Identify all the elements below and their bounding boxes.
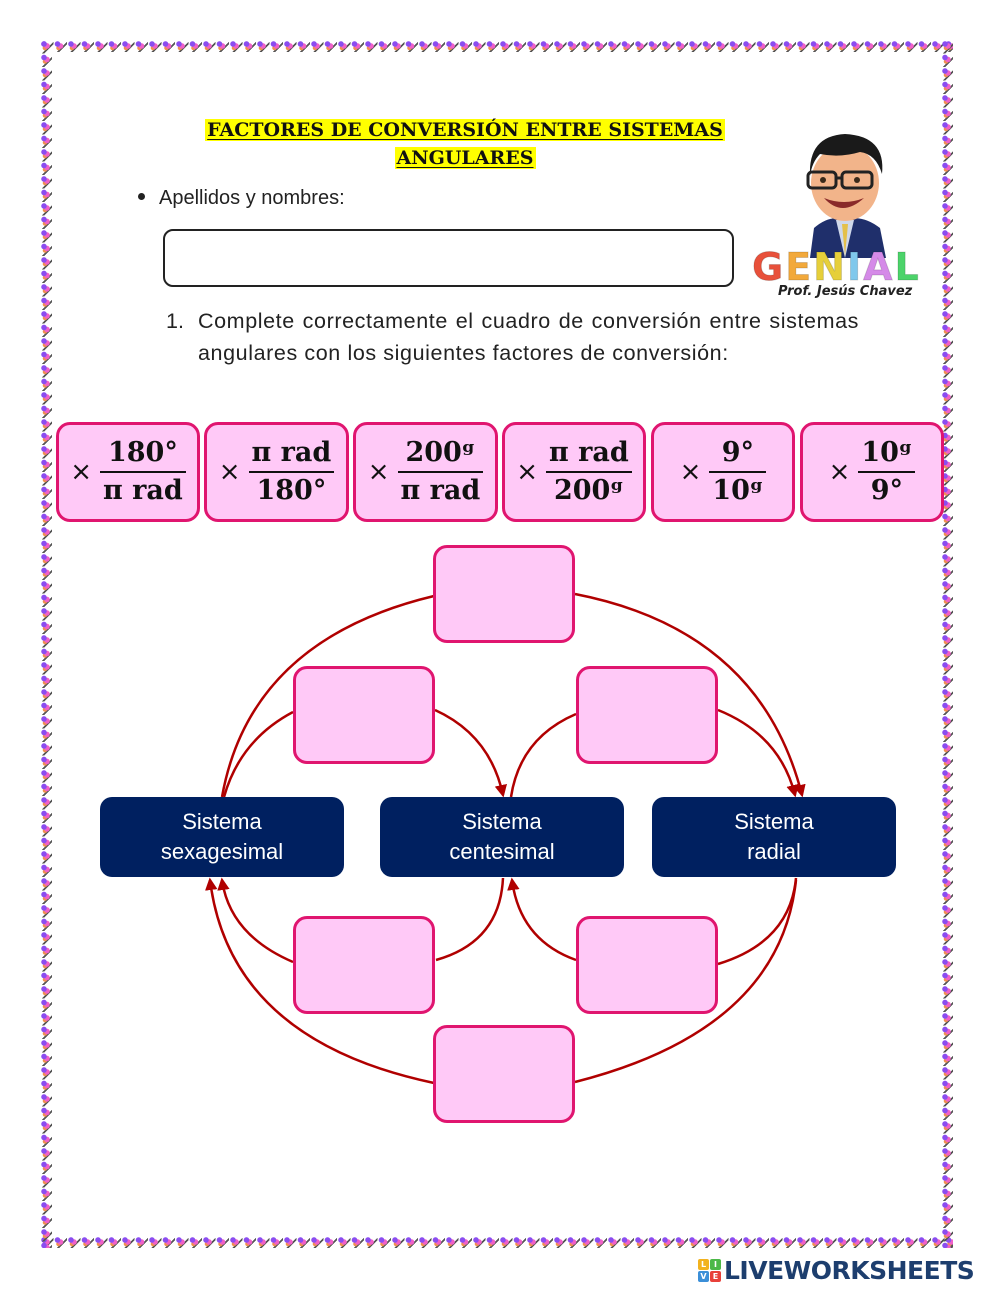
answer-slot-lower-right[interactable] xyxy=(576,916,718,1014)
denominator: π rad xyxy=(103,475,183,507)
denominator: 180° xyxy=(256,475,327,507)
tile: L xyxy=(698,1259,709,1270)
name-input[interactable] xyxy=(163,229,734,287)
answer-slot-lower-left[interactable] xyxy=(293,916,435,1014)
fraction: 10ᵍ 9° xyxy=(858,435,916,510)
name-label: Apellidos y nombres: xyxy=(138,187,345,210)
system-label-line2: centesimal xyxy=(449,839,555,864)
denominator: 200ᵍ xyxy=(553,475,624,507)
times-icon: × xyxy=(516,457,539,487)
liveworksheets-wordmark: LIVEWORKSHEETS xyxy=(724,1256,975,1285)
question-number: 1. xyxy=(166,309,184,333)
name-label-text: Apellidos y nombres: xyxy=(159,187,345,209)
border-left xyxy=(40,40,52,1248)
times-icon: × xyxy=(367,457,390,487)
answer-slot-top[interactable] xyxy=(433,545,575,643)
border-right xyxy=(941,40,953,1248)
system-label-line1: Sistema xyxy=(462,809,542,834)
denominator: 9° xyxy=(870,475,904,507)
fraction-bar xyxy=(100,470,186,474)
logo-letter: A xyxy=(863,245,895,289)
answer-slot-bottom[interactable] xyxy=(433,1025,575,1123)
logo-letter: I xyxy=(846,245,864,289)
times-icon: × xyxy=(70,457,93,487)
factor-card[interactable]: × 180° π rad xyxy=(56,422,200,522)
logo-letter: E xyxy=(785,245,814,289)
denominator: 10ᵍ xyxy=(712,475,764,507)
tile: E xyxy=(710,1271,721,1282)
genial-logo: GENIAL xyxy=(751,245,942,289)
system-label-line2: radial xyxy=(747,839,801,864)
factor-card[interactable]: × π rad 200ᵍ xyxy=(502,422,646,522)
system-label-line1: Sistema xyxy=(734,809,814,834)
numerator: 180° xyxy=(107,436,178,468)
fraction-bar xyxy=(858,470,916,474)
numerator: 9° xyxy=(721,436,755,468)
live-tiles-icon: L I V E xyxy=(698,1259,721,1282)
question-1: 1. Complete correctamente el cuadro de c… xyxy=(166,305,859,369)
system-centesimal: Sistema centesimal xyxy=(380,797,624,877)
tile: V xyxy=(698,1271,709,1282)
page-title: FACTORES DE CONVERSIÓN ENTRE SISTEMAS AN… xyxy=(150,116,780,172)
border-top xyxy=(40,40,953,52)
answer-slot-upper-left[interactable] xyxy=(293,666,435,764)
times-icon: × xyxy=(679,457,702,487)
question-text: Complete correctamente el cuadro de conv… xyxy=(198,309,859,365)
fraction: π rad 200ᵍ xyxy=(546,435,632,510)
logo-letter: N xyxy=(813,245,847,289)
border-bottom xyxy=(40,1236,953,1248)
title-line-1: FACTORES DE CONVERSIÓN ENTRE SISTEMAS xyxy=(205,119,725,141)
system-sexagesimal: Sistema sexagesimal xyxy=(100,797,344,877)
numerator: π rad xyxy=(251,436,332,468)
numerator: 10ᵍ xyxy=(861,436,913,468)
fraction: π rad 180° xyxy=(248,435,335,510)
fraction-bar xyxy=(248,470,335,474)
tile: I xyxy=(710,1259,721,1270)
title-line-2: ANGULARES xyxy=(394,147,536,169)
author-credit: Prof. Jesús Chavez xyxy=(778,284,913,299)
fraction: 9° 10ᵍ xyxy=(709,435,767,510)
logo-letter: L xyxy=(894,245,921,289)
factor-card[interactable]: × 9° 10ᵍ xyxy=(651,422,795,522)
bullet-icon xyxy=(138,193,145,201)
times-icon: × xyxy=(828,457,851,487)
system-label-line1: Sistema xyxy=(182,809,262,834)
system-radial: Sistema radial xyxy=(652,797,896,877)
liveworksheets-logo[interactable]: L I V E LIVEWORKSHEETS xyxy=(698,1256,975,1285)
fraction-bar xyxy=(546,470,632,474)
answer-slot-upper-right[interactable] xyxy=(576,666,718,764)
logo-letter: G xyxy=(751,245,786,289)
numerator: π rad xyxy=(549,436,629,468)
factor-bank: × 180° π rad × π rad 180° × 200ᵍ π rad ×… xyxy=(56,422,944,524)
factor-card[interactable]: × 10ᵍ 9° xyxy=(800,422,944,522)
numerator: 200ᵍ xyxy=(405,436,476,468)
teacher-avatar-icon xyxy=(806,134,886,258)
denominator: π rad xyxy=(400,475,481,507)
factor-card[interactable]: × 200ᵍ π rad xyxy=(353,422,498,522)
page-border xyxy=(40,40,953,1248)
fraction-bar xyxy=(397,470,484,474)
fraction: 200ᵍ π rad xyxy=(397,435,484,510)
times-icon: × xyxy=(218,457,241,487)
fraction-bar xyxy=(709,470,767,474)
fraction: 180° π rad xyxy=(100,435,186,510)
factor-card[interactable]: × π rad 180° xyxy=(204,422,349,522)
system-label-line2: sexagesimal xyxy=(160,839,284,864)
